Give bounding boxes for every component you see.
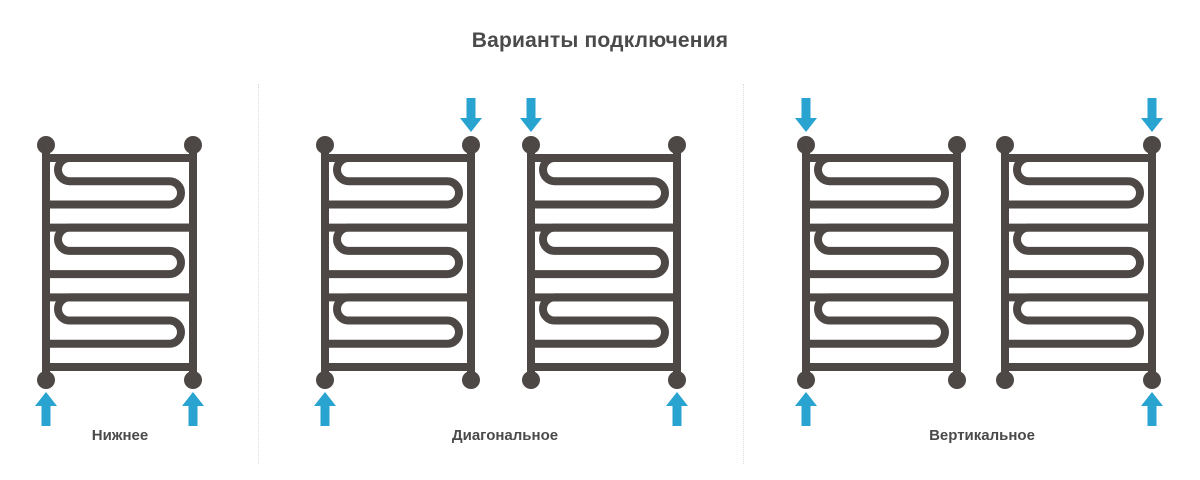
serpentine-coil-3 <box>46 293 193 348</box>
serpentine-coil-1 <box>531 154 677 209</box>
connector-cap <box>797 136 815 154</box>
serpentine-coil-1 <box>46 154 193 209</box>
connector-cap <box>522 371 540 389</box>
group-divider-1 <box>258 84 259 464</box>
serpentine-coil-2 <box>531 223 677 279</box>
radiator-vertical-1 <box>797 136 966 389</box>
connector-cap <box>1143 371 1161 389</box>
connector-cap <box>1143 136 1161 154</box>
connector-cap <box>948 371 966 389</box>
arrow-down-top-right-icon <box>460 98 482 132</box>
arrow-up-bottom-left-icon <box>314 392 336 426</box>
arrow-up-bottom-right-icon <box>666 392 688 426</box>
radiator-vertical-2 <box>996 136 1161 389</box>
radiator-diagonal-1 <box>316 136 480 389</box>
group-vertical-connection <box>795 98 1163 426</box>
serpentine-coil-1 <box>806 154 957 209</box>
page-title: Варианты подключения <box>471 29 729 52</box>
arrow-down-top-right-icon <box>1141 98 1163 132</box>
serpentine-coil-2 <box>806 223 957 279</box>
connector-cap <box>797 371 815 389</box>
connector-cap <box>316 136 334 154</box>
serpentine-coil-2 <box>325 223 471 279</box>
connector-cap <box>462 136 480 154</box>
serpentine-coil-2 <box>1005 223 1152 279</box>
connector-cap <box>668 371 686 389</box>
connector-cap <box>462 371 480 389</box>
connector-cap <box>316 371 334 389</box>
serpentine-coil-1 <box>1005 154 1152 209</box>
serpentine-coil-2 <box>46 223 193 279</box>
serpentine-coil-3 <box>325 293 471 348</box>
radiator-bottom-1 <box>37 136 202 389</box>
connector-cap <box>948 136 966 154</box>
arrow-up-bottom-right-icon <box>182 392 204 426</box>
connector-cap <box>37 136 55 154</box>
connector-cap <box>996 371 1014 389</box>
serpentine-coil-3 <box>806 293 957 348</box>
radiator-diagonal-2 <box>522 136 686 389</box>
serpentine-coil-1 <box>325 154 471 209</box>
connector-cap <box>184 136 202 154</box>
connector-cap <box>184 371 202 389</box>
group-divider-2 <box>743 84 744 464</box>
connector-cap <box>37 371 55 389</box>
arrow-up-bottom-right-icon <box>1141 392 1163 426</box>
arrow-up-bottom-left-icon <box>35 392 57 426</box>
group-bottom-connection <box>35 136 204 426</box>
group-label-bottom-connection: Нижнее <box>91 427 149 444</box>
arrow-down-top-left-icon <box>795 98 817 132</box>
connector-cap <box>522 136 540 154</box>
group-diagonal-connection <box>314 98 688 426</box>
connector-cap <box>996 136 1014 154</box>
group-label-diagonal-connection: Диагональное <box>451 427 559 444</box>
arrow-down-top-left-icon <box>520 98 542 132</box>
connector-cap <box>668 136 686 154</box>
serpentine-coil-3 <box>531 293 677 348</box>
arrow-up-bottom-left-icon <box>795 392 817 426</box>
group-label-vertical-connection: Вертикальное <box>929 427 1035 444</box>
serpentine-coil-3 <box>1005 293 1152 348</box>
